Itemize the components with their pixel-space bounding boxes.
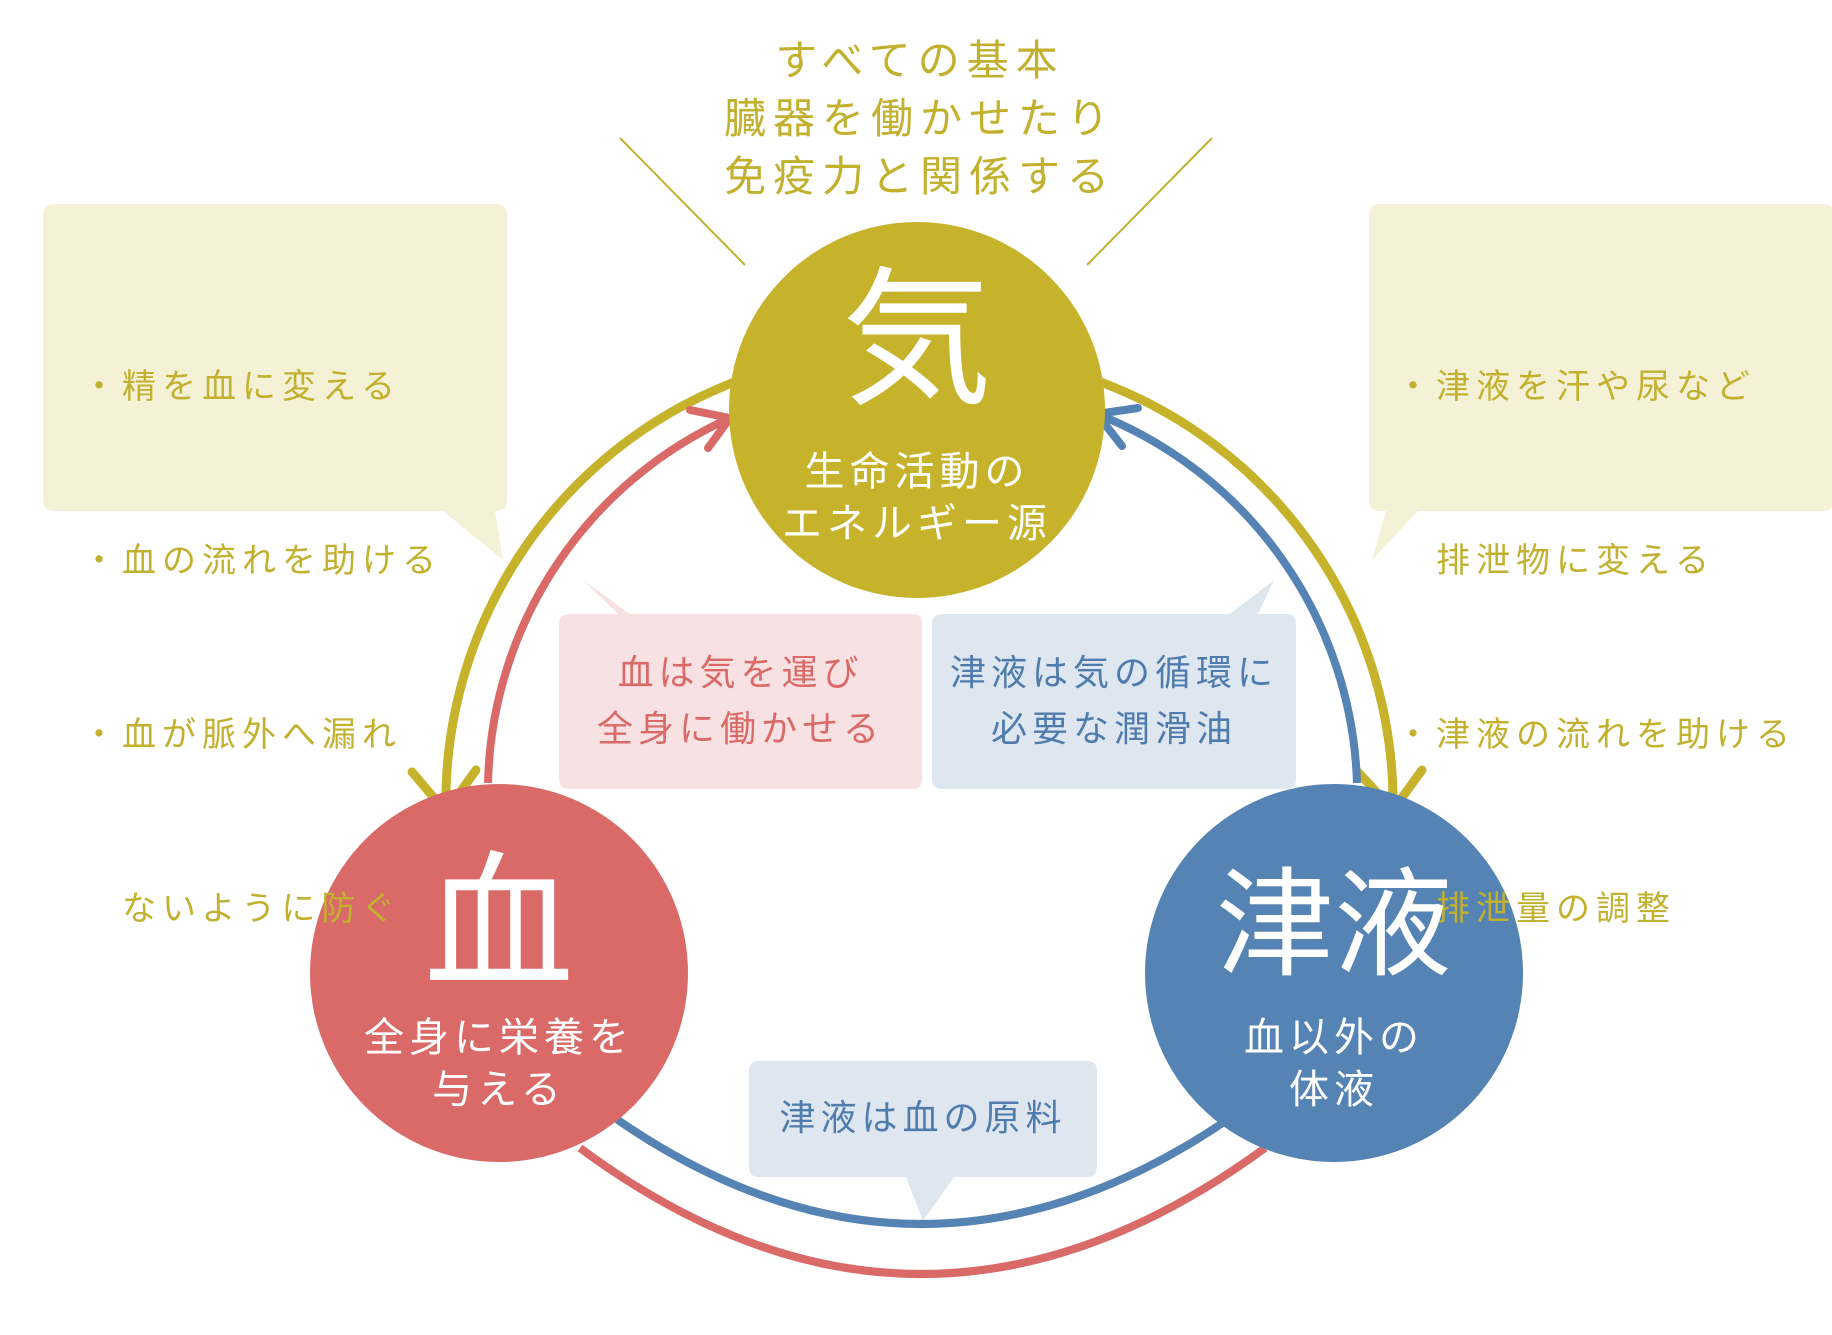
ketsu-to-ki-line-2: 全身に働かせる xyxy=(596,709,884,750)
right-box-line-4: ・排泄量の調整 xyxy=(1396,889,1676,929)
left-box-line-4: ないように防ぐ xyxy=(82,889,402,929)
top-note-line-1: すべての基本 xyxy=(775,36,1065,85)
ketsu-circle xyxy=(310,784,688,1162)
shineki-ki-box-shape xyxy=(932,580,1296,789)
arrow-ki-to-shineki xyxy=(1093,375,1398,811)
shineki-to-ki-line-1: 津液は気の循環に xyxy=(949,653,1278,694)
ray-left xyxy=(619,137,746,266)
left-box-line-3: ・血が脈外へ漏れ xyxy=(82,715,402,755)
ketsu-to-ki-text: 血は気を運び 全身に働かせる xyxy=(559,646,922,758)
ray-right xyxy=(1086,137,1213,266)
right-box-line-3: ・津液の流れを助ける xyxy=(1396,715,1796,755)
top-note: すべての基本 臓器を働かせたり 免疫力と関係する xyxy=(600,32,1240,206)
ki-subtitle-line-1: 生命活動の xyxy=(804,449,1030,495)
ki-subtitle: 生命活動の エネルギー源 xyxy=(729,446,1105,550)
arrow-ketsu-to-ki xyxy=(484,414,732,784)
right-box-text: ・津液を汗や尿など 排泄物に変える ・津液の流れを助ける ・排泄量の調整 xyxy=(1396,242,1796,1054)
ki-title: 気 xyxy=(841,254,992,428)
ki-circle xyxy=(729,222,1105,598)
right-box-line-2: 排泄物に変える xyxy=(1396,541,1715,581)
shineki-subtitle-line-1: 血以外の xyxy=(1244,1015,1424,1061)
shineki-subtitle: 血以外の 体液 xyxy=(1145,1012,1523,1116)
left-box-shape xyxy=(43,204,507,560)
ketsu-subtitle-line-2: 与える xyxy=(432,1067,566,1113)
ketsu-subtitle-line-1: 全身に栄養を xyxy=(364,1015,634,1061)
top-note-line-3: 免疫力と関係する xyxy=(723,152,1116,201)
right-box-shape xyxy=(1369,204,1832,560)
shineki-circle xyxy=(1145,784,1523,1162)
ketsu-ki-box-shape xyxy=(559,580,922,789)
shineki-subtitle-line-2: 体液 xyxy=(1289,1067,1379,1113)
shineki-to-ki-line-2: 必要な潤滑油 xyxy=(990,709,1237,750)
arrow-ki-to-ketsu xyxy=(441,375,742,813)
shineki-to-ketsu-text: 津液は血の原料 xyxy=(779,1098,1067,1139)
ketsu-title: 血 xyxy=(423,838,574,1012)
shineki-ketsu-box-shape xyxy=(749,1061,1097,1221)
arrow-shineki-to-ketsu-inner xyxy=(612,1114,1233,1228)
shineki-to-ki-text: 津液は気の循環に 必要な潤滑油 xyxy=(932,646,1296,758)
right-box-line-1: ・津液を汗や尿など xyxy=(1396,367,1756,407)
top-note-line-2: 臓器を働かせたり xyxy=(723,94,1116,143)
ketsu-to-ki-line-1: 血は気を運び xyxy=(617,653,864,694)
left-box-text: ・精を血に変える ・血の流れを助ける ・血が脈外へ漏れ ないように防ぐ xyxy=(82,242,442,1054)
left-box-line-2: ・血の流れを助ける xyxy=(82,541,442,581)
arrow-shineki-to-ki xyxy=(1095,410,1361,784)
shineki-title: 津液 xyxy=(1215,856,1452,994)
ki-subtitle-line-2: エネルギー源 xyxy=(782,501,1052,547)
arrow-shineki-to-ketsu-outer xyxy=(577,1144,1268,1278)
ketsu-subtitle: 全身に栄養を 与える xyxy=(310,1012,688,1116)
left-box-line-1: ・精を血に変える xyxy=(82,367,401,407)
